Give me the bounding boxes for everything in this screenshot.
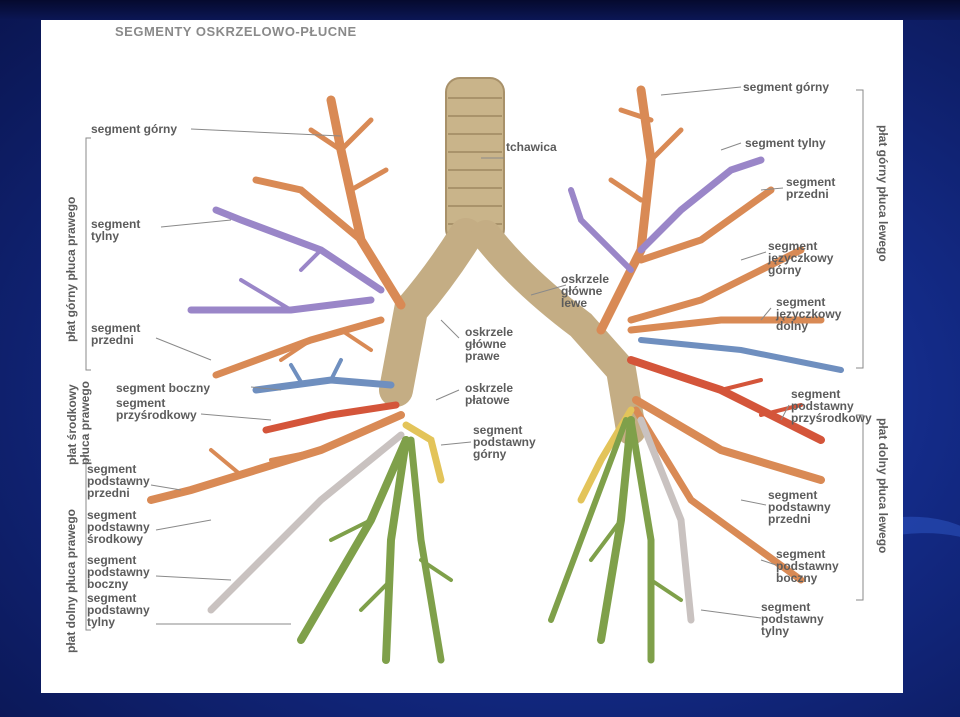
figure-title: SEGMENTY OSKRZELOWO-PŁUCNE [115,24,357,39]
label-l-upper: segment górny [743,80,830,94]
left-lower-branches [548,356,825,664]
label-l-basal-lateral: segment podstawny boczny [776,547,839,585]
label-trachea: tchawica [506,140,557,154]
right-lower-branches [147,411,453,664]
leader-lines [150,86,790,625]
lobe-l-upper: płat górny płuca lewego [876,125,890,262]
lobe-brackets [85,89,864,631]
lobe-r-middle: płat środkowy płuca prawego [65,380,92,465]
label-l-basal-medial: segment podstawny przyśrodkowy [791,387,872,425]
lobe-r-upper: płat górny płuca prawego [64,196,78,342]
label-r-basal-posterior: segment podstawny tylny [87,591,150,629]
label-r-basal-front: segment podstawny przedni [87,462,150,500]
label-r-medial: segment przyśrodkowy [116,396,197,422]
label-r-basal-middle: segment podstawny środkowy [87,508,150,546]
label-r-posterior: segment tylny [91,217,141,243]
main-bronchi [379,218,646,445]
right-middle-branches [252,358,400,434]
left-upper-branches [568,85,844,373]
label-l-posterior: segment tylny [745,136,826,150]
label-r-basal-upper: segment podstawny górny [473,423,536,461]
lobe-l-lower: płat dolny płuca lewego [876,418,890,554]
label-l-ling-lower: segment języczkowy dolny [776,295,842,333]
label-l-basal-front: segment podstawny przedni [768,488,831,526]
bronchial-tree-diagram [85,77,864,664]
label-r-upper: segment górny [91,122,178,136]
label-r-basal-lateral: segment podstawny boczny [87,553,150,591]
lobe-r-lower: płat dolny płuca prawego [64,508,78,653]
label-r-lateral: segment boczny [116,381,211,395]
top-band [0,0,960,20]
right-upper-branches [187,95,406,379]
label-l-anterior: segment przedni [786,175,836,201]
label-r-anterior: segment przedni [91,321,141,347]
label-lobar: oskrzele płatowe [465,381,514,407]
label-main-left: oskrzele główne lewe [561,272,610,310]
trachea [445,77,505,244]
label-l-ling-upper: segment języczkowy górny [768,239,834,277]
label-main-right: oskrzele główne prawe [465,325,514,363]
label-l-basal-posterior: segment podstawny tylny [761,600,824,638]
slide-canvas: SEGMENTY OSKRZELOWO-PŁUCNE [41,20,903,693]
